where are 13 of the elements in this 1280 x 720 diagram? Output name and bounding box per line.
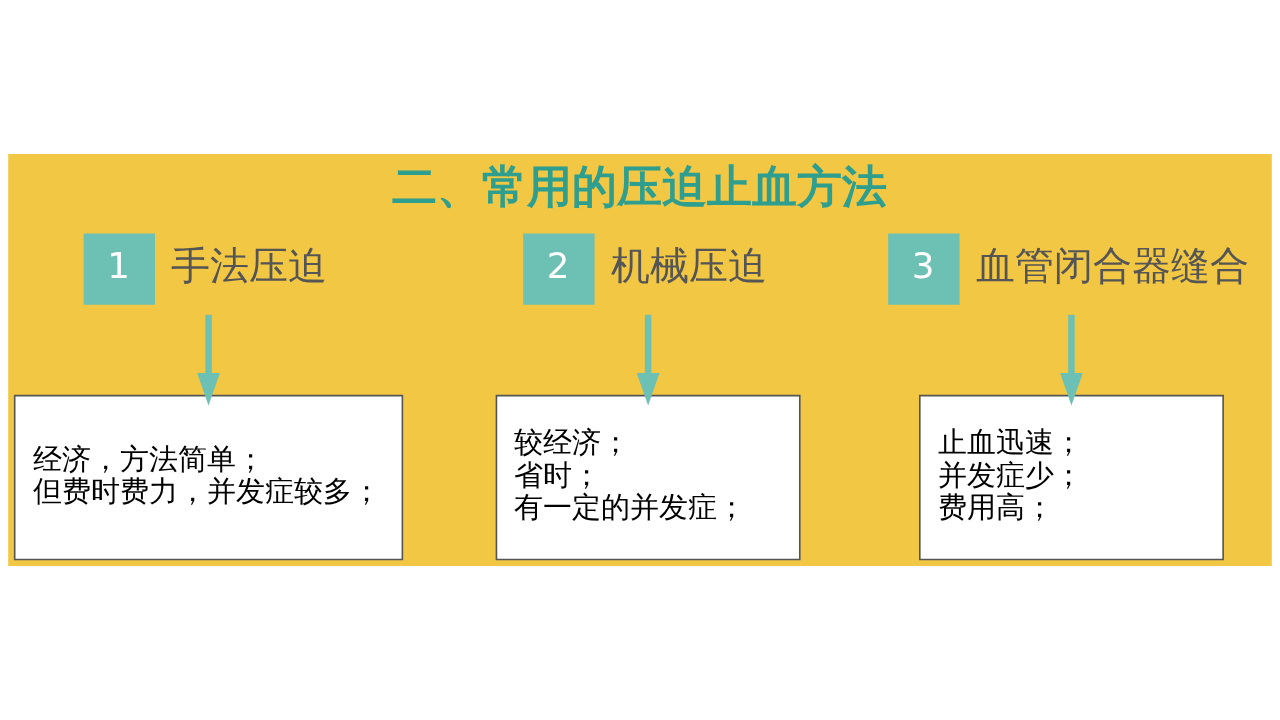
node-box: 2 [523,233,595,305]
node-box: 经济，方法简单； 但费时费力，并发症较多； [13,394,404,561]
arrow [636,314,660,406]
node-box: 3 [888,233,960,305]
node-label: 手法压迫 [171,243,328,289]
node-box: 较经济； 省时； 有一定的并发症； [495,394,801,561]
node-box: 1 [83,233,155,305]
node-label: 机械压迫 [610,243,767,289]
node-label: 血管闭合器缝合 [975,243,1249,289]
diagram-title: 二、常用的压迫止血方法 [391,159,887,213]
node-box: 止血迅速； 并发症少； 费用高； [919,394,1224,561]
arrow [197,314,220,406]
arrow [1060,314,1083,406]
